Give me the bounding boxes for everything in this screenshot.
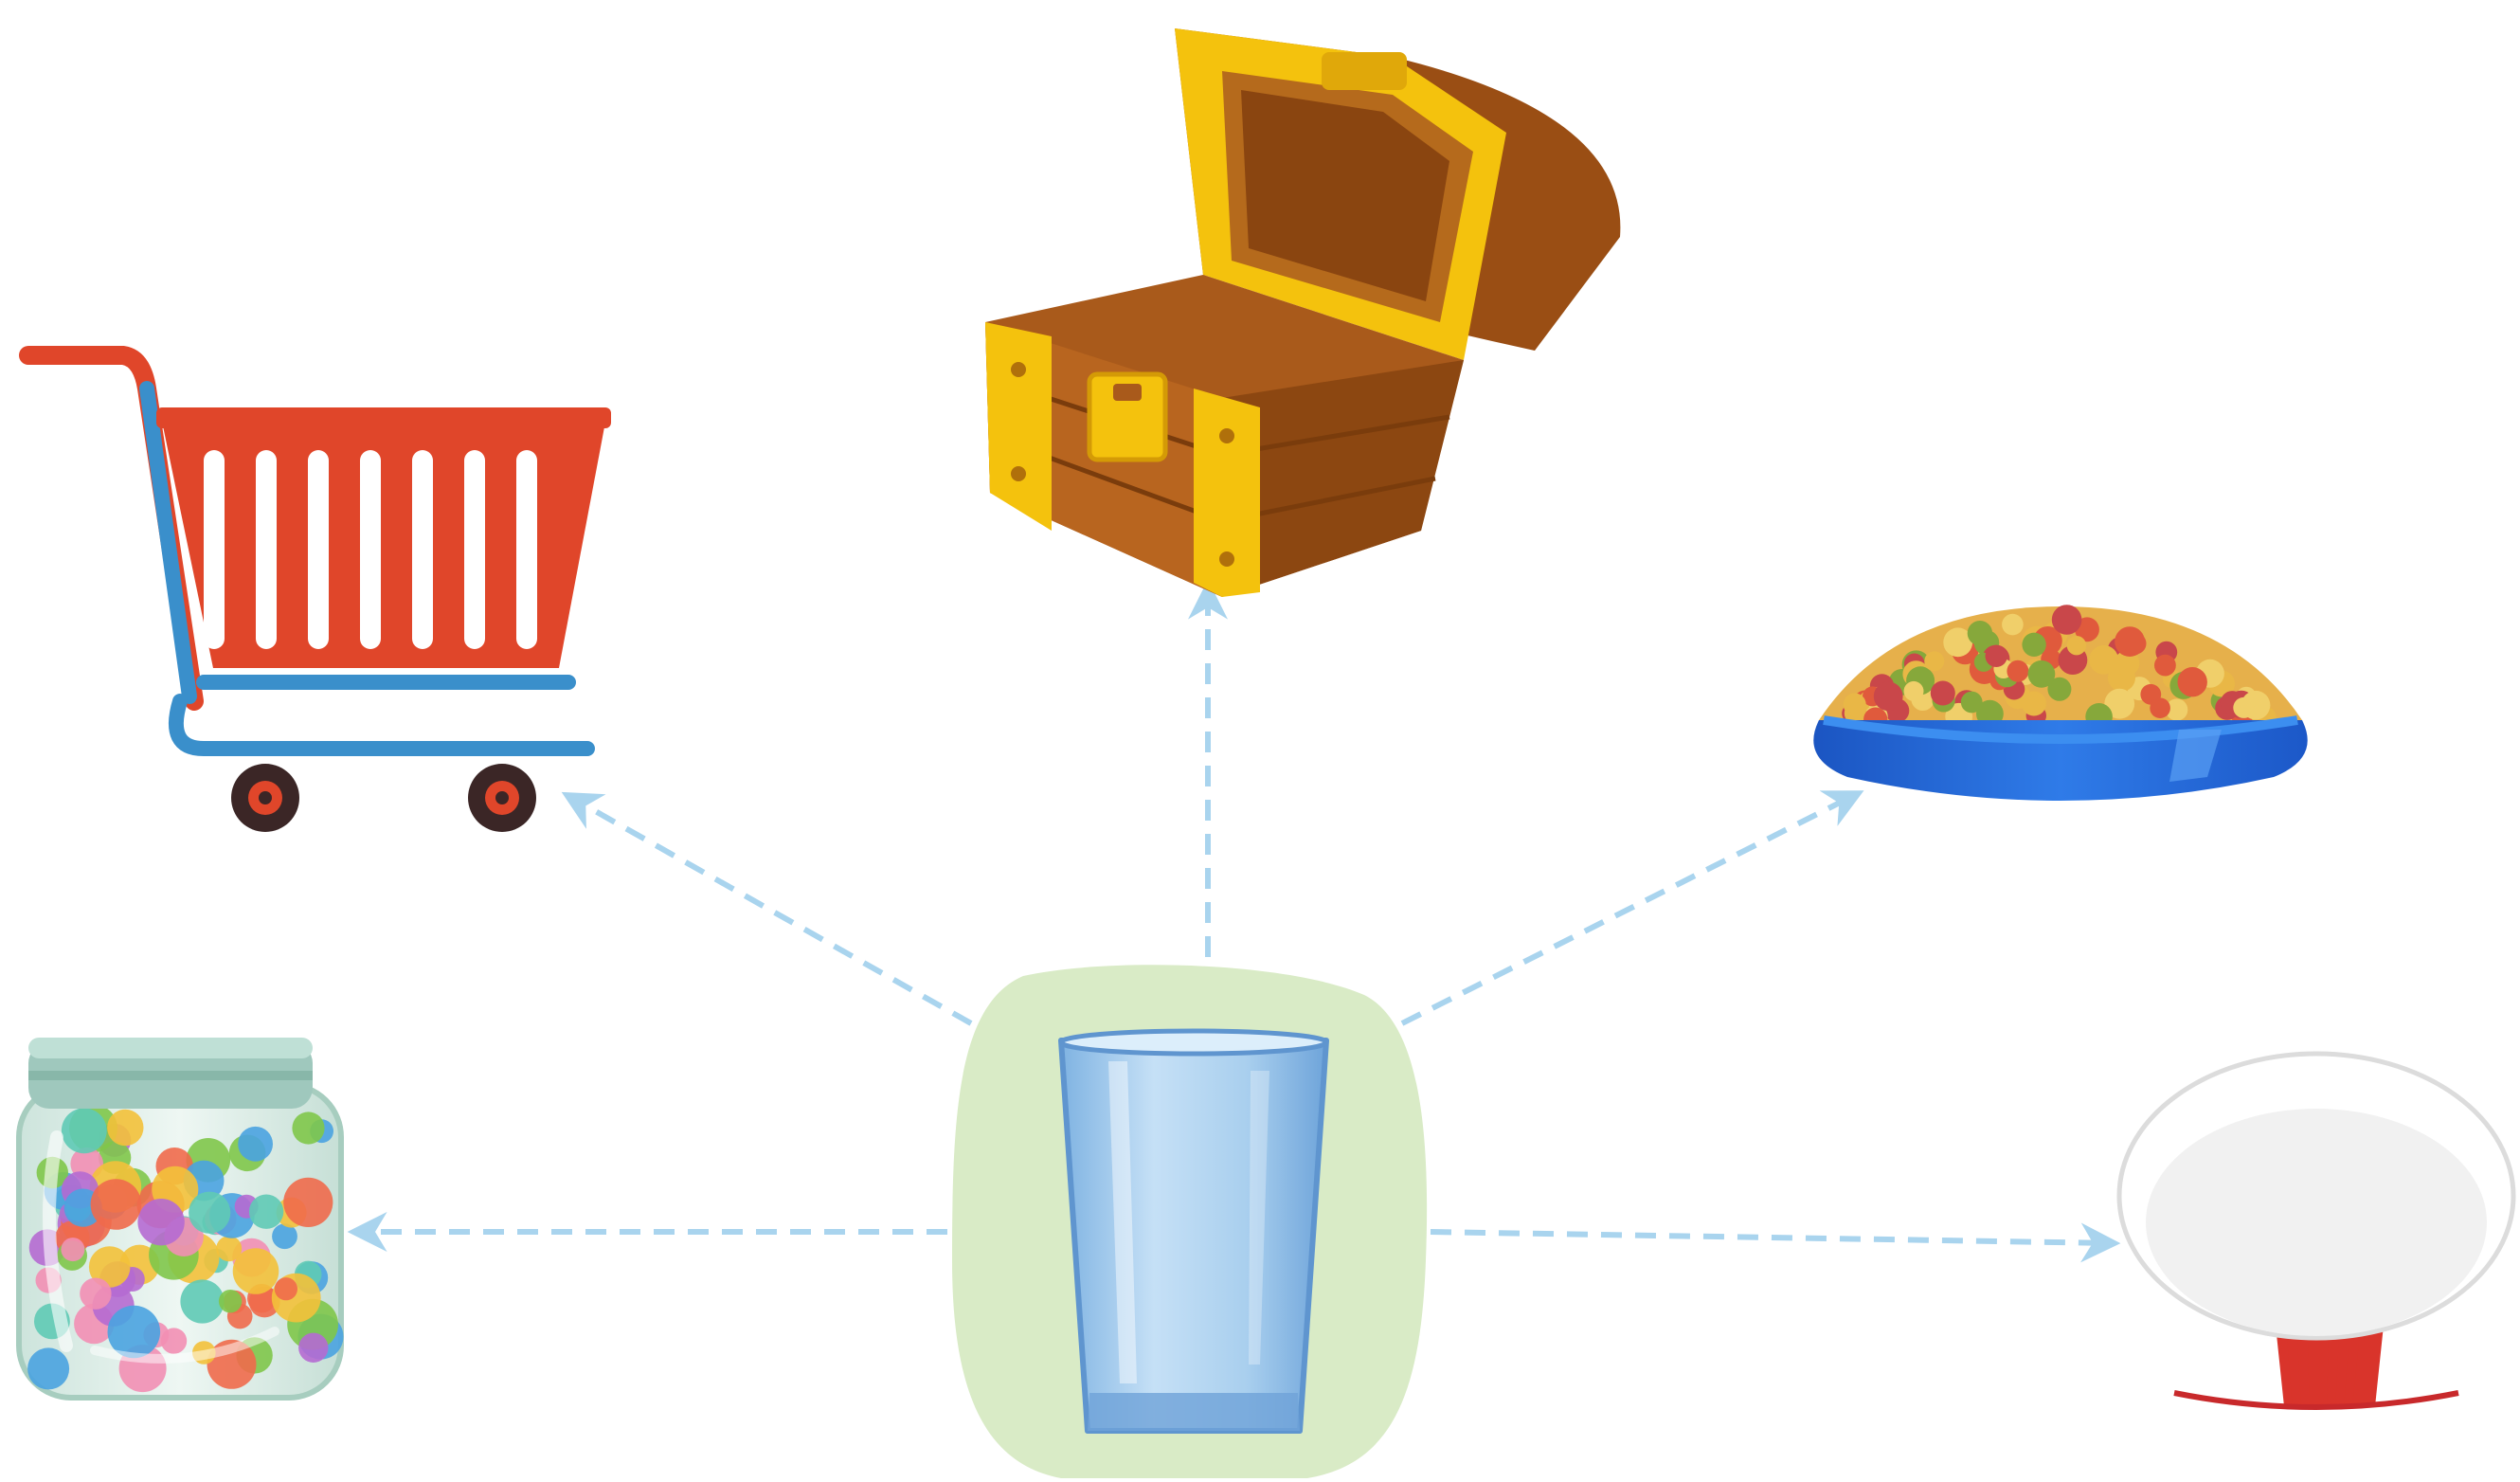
- kibble-piece: [2150, 697, 2170, 718]
- candy-piece: [62, 1108, 107, 1153]
- kibble-piece: [2115, 626, 2145, 657]
- kibble-piece: [2022, 633, 2045, 657]
- candy-piece: [233, 1248, 279, 1294]
- arrow-to-cart: [568, 796, 971, 1023]
- pet-food-bowl-node[interactable]: [1813, 605, 2307, 801]
- arrow-to-striped-bowl: [1431, 1232, 2113, 1243]
- kibble-piece: [2233, 697, 2254, 718]
- candy-piece: [107, 1110, 143, 1146]
- candy-piece: [249, 1195, 283, 1229]
- candy-piece: [283, 1178, 333, 1227]
- candy-jar-node[interactable]: [19, 1038, 344, 1398]
- kibble-piece: [1986, 645, 2007, 667]
- candy-jar-icon: [19, 1038, 344, 1398]
- kibble-piece: [2052, 605, 2082, 635]
- kibble-piece: [1844, 694, 1866, 716]
- kibble-piece: [1968, 621, 1992, 645]
- pet-food-bowl-icon: [1813, 605, 2307, 801]
- drinking-glass-icon: [1061, 1031, 1326, 1431]
- candy-piece: [137, 1199, 184, 1245]
- kibble-piece: [1924, 651, 1944, 671]
- center-glass-node[interactable]: [952, 965, 1427, 1478]
- kibble-piece: [1904, 681, 1924, 701]
- candy-piece: [298, 1333, 328, 1363]
- shopping-cart-icon: [28, 355, 611, 832]
- kibble-piece: [1931, 681, 1955, 706]
- candy-piece: [80, 1278, 111, 1310]
- candy-piece: [91, 1179, 142, 1230]
- kibble-piece: [2028, 660, 2056, 688]
- candy-piece: [219, 1290, 242, 1312]
- candy-piece: [189, 1192, 230, 1234]
- treasure-chest-icon: [985, 28, 1620, 597]
- shopping-cart-node[interactable]: [28, 355, 611, 832]
- candy-piece: [238, 1127, 273, 1162]
- kibble-piece: [2007, 660, 2028, 682]
- kibble-piece: [2067, 636, 2086, 655]
- candy-piece: [275, 1277, 297, 1300]
- kibble-piece: [2089, 645, 2118, 675]
- candy-piece: [27, 1347, 69, 1389]
- candy-piece: [61, 1238, 84, 1261]
- treasure-chest-node[interactable]: [985, 28, 1620, 597]
- kibble-piece: [1874, 681, 1903, 711]
- arrow-to-pet-bowl: [1402, 794, 1857, 1023]
- kibble-piece: [2022, 692, 2046, 716]
- kibble-piece: [2178, 667, 2207, 696]
- kibble-piece: [2154, 655, 2176, 677]
- kibble-piece: [2002, 614, 2024, 636]
- candy-piece: [292, 1112, 324, 1144]
- candy-piece: [180, 1279, 224, 1323]
- popcorn-bowl-icon: [2119, 1054, 2513, 1421]
- striped-bowl-node[interactable]: [2119, 1054, 2513, 1421]
